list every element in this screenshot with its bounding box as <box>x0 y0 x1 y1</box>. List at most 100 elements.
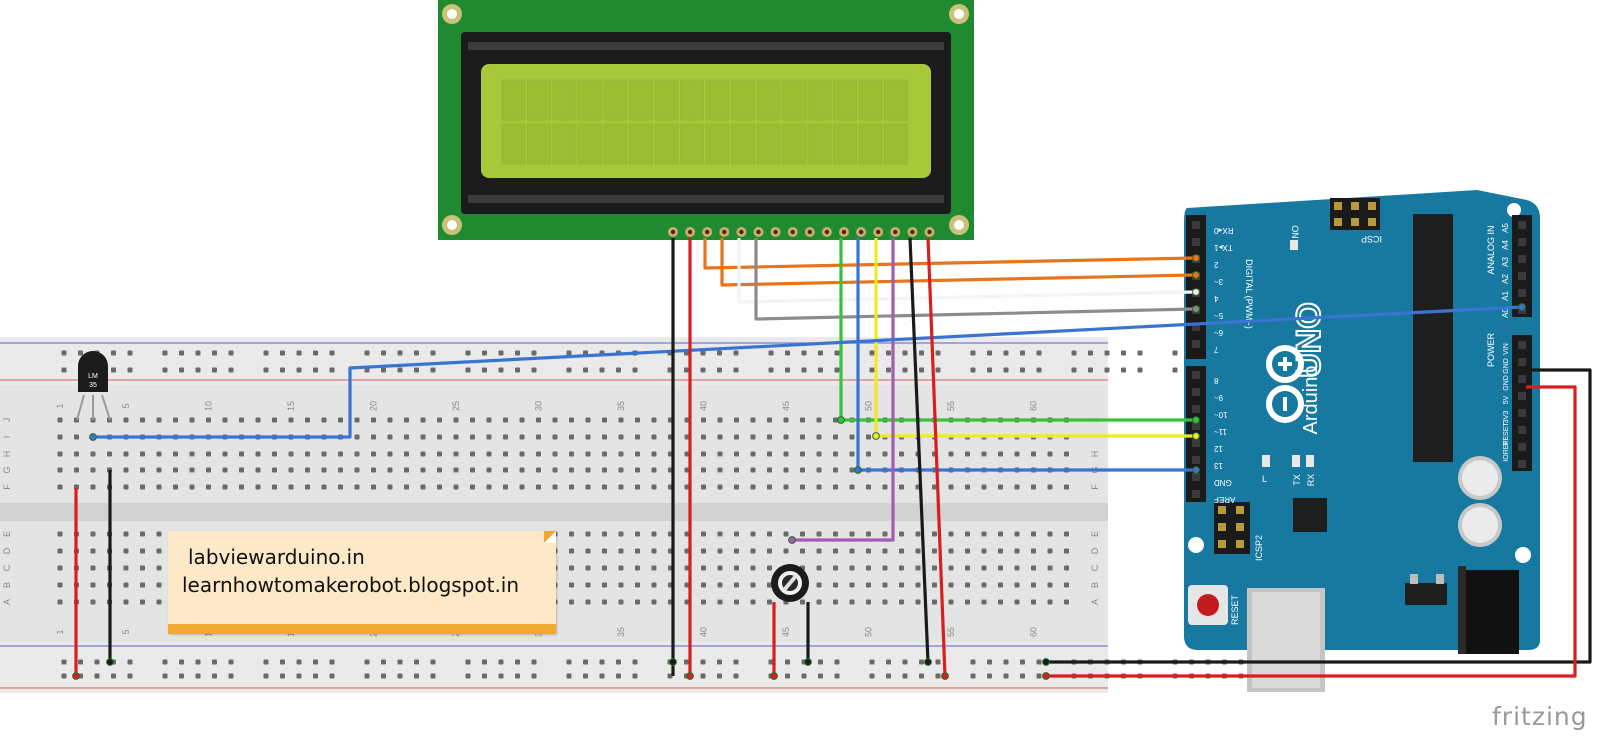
note-line-1: labviewarduino.in <box>188 545 365 569</box>
digital-pin-label: 8 <box>1213 376 1218 385</box>
lcd-character-cell <box>654 79 679 121</box>
lcd-character-cell <box>629 123 653 165</box>
arduino-brand-label: Arduino <box>1300 366 1322 435</box>
column-number-label: 35 <box>616 401 626 411</box>
analog-pin-socket <box>1518 272 1526 280</box>
wire-end-dot <box>854 466 862 474</box>
digital-pin-label: RX◂0 <box>1213 226 1233 235</box>
power-pin-label: IOREF <box>1503 440 1510 461</box>
analog-header-label: ANALOG IN <box>1486 225 1496 274</box>
wire-end-dot <box>1192 288 1200 296</box>
row-letter-label: E <box>2 531 12 537</box>
power-pin-socket <box>1518 341 1526 349</box>
digital-header-label: DIGITAL (PWM~) <box>1244 259 1254 329</box>
digital-pin-label: 7 <box>1213 345 1218 354</box>
digital-pin-label: 9~ <box>1214 393 1223 402</box>
wire-end-dot <box>872 432 880 440</box>
analog-pin-socket <box>1518 221 1526 229</box>
row-letter-label: B <box>1090 582 1100 588</box>
wire-end-dot <box>72 672 80 680</box>
column-number-label: 50 <box>864 401 874 411</box>
wire-orange-e <box>720 238 1195 287</box>
power-pin-label: GND <box>1503 358 1510 374</box>
lcd-character-cell <box>833 79 857 121</box>
power-pin-label: 5V <box>1503 395 1510 404</box>
arduino-uno: UNO Arduino DIGITAL (PWM~) ANALOG IN POW… <box>1184 190 1540 692</box>
column-number-label: 20 <box>369 401 379 411</box>
wire-end-dot <box>837 416 845 424</box>
led-tx-label: TX <box>1292 474 1302 486</box>
wire-end-dots <box>72 254 1526 680</box>
row-letter-label: C <box>2 564 12 571</box>
wire-gray-d5 <box>754 238 1195 321</box>
analog-pin-label: A4 <box>1501 240 1510 250</box>
power-pin-socket <box>1518 443 1526 451</box>
digital-pin-socket <box>1192 456 1200 464</box>
row-letter-label: F <box>1090 484 1100 490</box>
wire-end-dot <box>1192 254 1200 262</box>
arduino-model-logo: UNO <box>1290 302 1328 378</box>
wire-end-dot <box>106 658 114 666</box>
power-header-label: POWER <box>1486 333 1496 368</box>
row-letter-label: G <box>2 466 12 473</box>
power-pin-label: RESET <box>1503 422 1510 446</box>
wire-end-dot <box>1518 303 1526 311</box>
wire-end-dot <box>1192 416 1200 424</box>
lcd-character-cell <box>731 123 755 165</box>
wire-blue-sensor <box>93 305 1523 439</box>
lcd-character-cell <box>858 123 883 165</box>
column-number-label: 60 <box>1029 401 1039 411</box>
wire-orange-rs <box>703 238 1195 270</box>
row-letter-label: H <box>1090 451 1100 458</box>
wire-end-dot <box>770 672 778 680</box>
lcd-character-cell <box>782 79 806 121</box>
row-letter-label: D <box>2 547 12 554</box>
column-number-label: 45 <box>781 401 791 411</box>
note-line-2: learnhowtomakerobot.blogspot.in <box>182 573 520 597</box>
sticky-note: labviewarduino.in learnhowtomakerobot.bl… <box>168 531 556 634</box>
lcd-character-cell <box>603 79 628 121</box>
icsp-label: ICSP <box>1361 234 1382 244</box>
sensor-label-bottom: 35 <box>89 382 97 389</box>
lcd-module <box>438 0 974 240</box>
digital-pin-socket <box>1192 371 1200 379</box>
power-pin-label: GND <box>1503 375 1510 391</box>
wire-end-dot <box>804 658 812 666</box>
wire-end-dot <box>1192 432 1200 440</box>
analog-pin-socket <box>1518 255 1526 263</box>
on-led-label: ON <box>1290 225 1300 239</box>
column-number-label: 15 <box>286 401 296 411</box>
arduino-pin-labels: RX◂0TX▸123~45~6~789~10~11~1213GNDAREFA5A… <box>1213 223 1510 504</box>
analog-pin-socket <box>1518 238 1526 246</box>
potentiometer <box>771 564 809 602</box>
column-number-label: 10 <box>204 401 214 411</box>
lcd-character-cell <box>884 79 908 121</box>
column-number-label: 40 <box>699 627 709 637</box>
lcd-character-cell <box>501 123 526 165</box>
digital-pin-label: 11~ <box>1214 427 1227 436</box>
digital-pin-label: 2 <box>1213 260 1218 269</box>
wire-end-dot <box>1042 658 1050 666</box>
power-jack <box>1463 570 1519 654</box>
lcd-character-cell <box>807 79 832 121</box>
wire-end-dot <box>941 672 949 680</box>
analog-pin-label: A5 <box>1501 223 1510 233</box>
lcd-character-cell <box>578 123 602 165</box>
digital-pin-socket <box>1192 439 1200 447</box>
lcd-header-pins <box>668 227 935 237</box>
lcd-character-grid <box>501 79 908 165</box>
digital-pin-socket <box>1192 340 1200 348</box>
lcd-character-cell <box>756 79 781 121</box>
lcd-character-cell <box>527 79 551 121</box>
wire-end-dot <box>1042 672 1050 680</box>
row-letter-label: C <box>1090 564 1100 571</box>
column-number-label: 60 <box>1029 627 1039 637</box>
row-letter-label: A <box>1090 599 1100 605</box>
fritzing-watermark: fritzing <box>1492 702 1588 731</box>
digital-pin-socket <box>1192 490 1200 498</box>
digital-pin-label: 10~ <box>1214 410 1228 419</box>
lcd-character-cell <box>603 123 628 165</box>
power-pin-socket <box>1518 426 1526 434</box>
digital-pin-label: TX▸1 <box>1213 243 1232 252</box>
